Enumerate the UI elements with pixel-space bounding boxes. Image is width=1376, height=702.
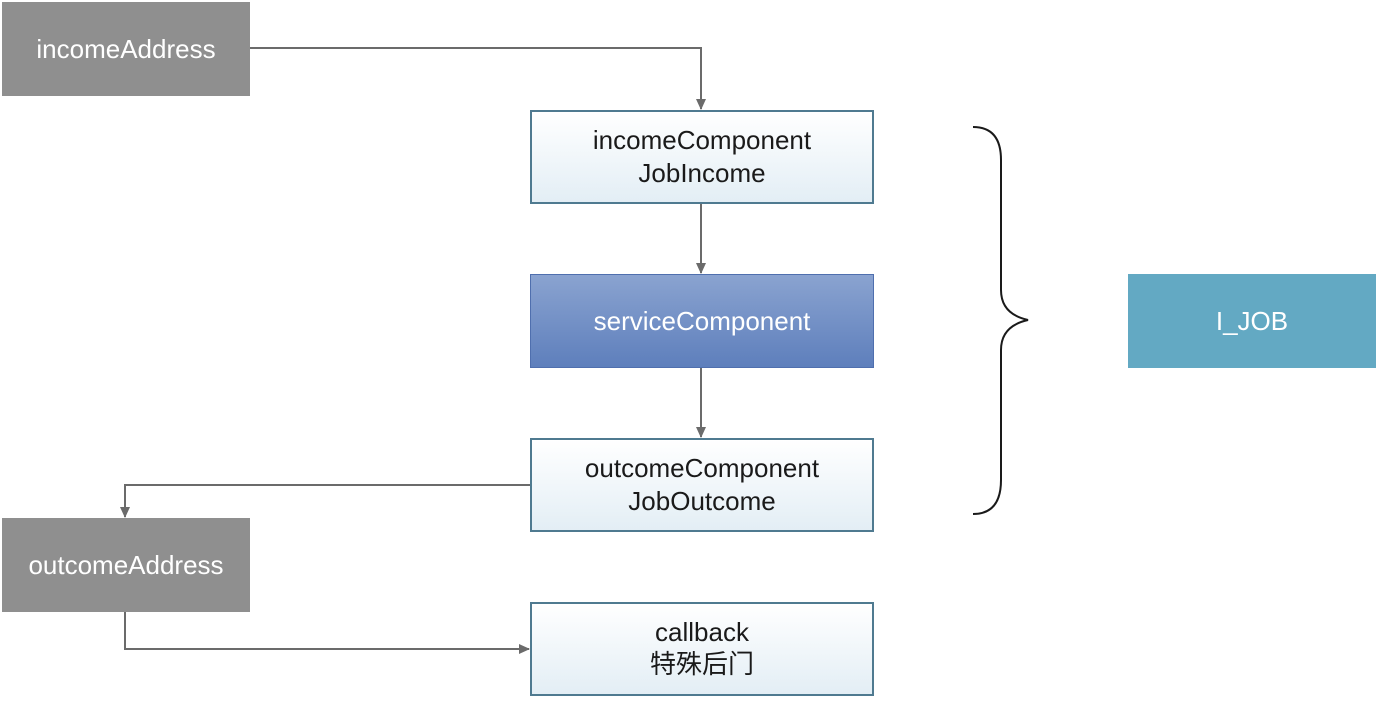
callback-node[interactable]: callback 特殊后门	[530, 602, 874, 696]
income-component-node[interactable]: incomeComponent JobIncome	[530, 110, 874, 204]
outcome-address-node[interactable]: outcomeAddress	[2, 518, 250, 612]
outcome-component-node[interactable]: outcomeComponent JobOutcome	[530, 438, 874, 532]
outcome-address-label: outcomeAddress	[28, 549, 224, 580]
i-job-node[interactable]: I_JOB	[1128, 274, 1376, 368]
income-component-label: incomeComponent	[592, 125, 812, 155]
connector-outcome-component-to-outcome-address	[120, 484, 530, 518]
i-job-label: I_JOB	[1215, 305, 1289, 336]
special-backdoor-label: 特殊后门	[649, 650, 754, 680]
service-component-node[interactable]: serviceComponent	[530, 274, 874, 368]
outcome-component-label: outcomeComponent	[584, 453, 820, 483]
service-component-label: serviceComponent	[593, 305, 811, 336]
connector-income-address-to-income-component	[249, 47, 706, 110]
income-address-label: incomeAddress	[36, 33, 216, 64]
curly-brace	[972, 126, 1029, 515]
callback-label: callback	[655, 617, 749, 647]
income-address-node[interactable]: incomeAddress	[2, 2, 250, 96]
connector-outcome-address-to-callback	[124, 611, 530, 654]
job-outcome-label: JobOutcome	[628, 486, 776, 516]
job-income-label: JobIncome	[638, 158, 766, 188]
